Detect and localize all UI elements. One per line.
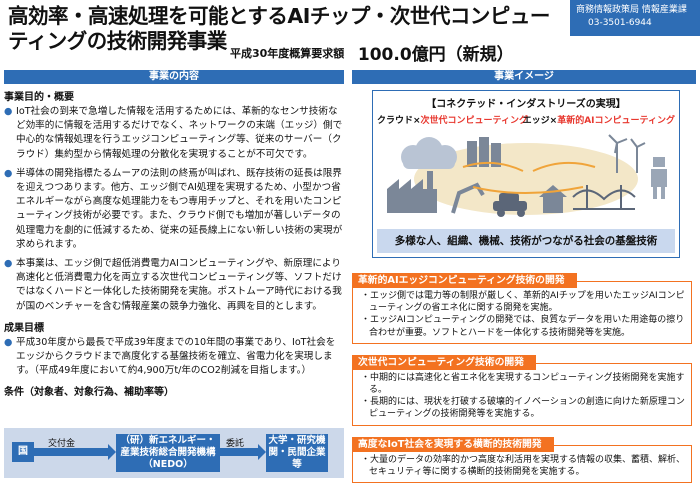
bridge-icon — [572, 185, 636, 210]
factory-icon — [387, 171, 437, 213]
car-icon — [493, 193, 527, 217]
network-illustration — [387, 134, 667, 217]
business-image: 【コネクテッド・インダストリーズの実現】 クラウド×次世代コンピューティング エ… — [352, 84, 696, 483]
edge-label: エッジ×革新的AIコンピューティング — [522, 116, 675, 126]
connection-arrows — [462, 161, 596, 194]
robot-arm-icon — [451, 182, 485, 214]
section-title: 革新的AIエッジコンピューティング技術の開発 — [352, 273, 577, 288]
connected-industries-illustration: 【コネクテッド・インダストリーズの実現】 クラウド×次世代コンピューティング エ… — [372, 90, 680, 258]
left-column-heading: 事業の内容 — [4, 70, 344, 84]
commission-arrow — [220, 448, 258, 456]
section-body: ・エッジ側では電力等の制限が厳しく、革新的AIチップを用いたエッジAIコンピュー… — [352, 281, 692, 344]
server-icon — [467, 137, 501, 167]
illustration-caption: 多様な人、組織、機械、技術がつながる社会の基盤技術 — [377, 229, 675, 253]
section-item: ・エッジ側では電力等の制限が厳しく、革新的AIチップを用いたエッジAIコンピュー… — [361, 291, 685, 314]
cloud-icon — [401, 137, 457, 169]
section-iot-cross-cutting: 高度なIoT社会を実現する横断的技術開発 ・大量のデータの効率的かつ高度な利活用… — [352, 432, 692, 483]
page-title: 高効率・高速処理を可能とするAIチップ・次世代コンピューティングの技術開発事業 — [8, 4, 550, 53]
funding-flow-diagram: 国 交付金 （研）新エネルギー・産業技術総合開発機構（NEDO） 委託 大学・研… — [4, 428, 344, 478]
commission-arrow-head — [258, 444, 266, 460]
budget-label: 平成30年度概算要求額 — [230, 47, 345, 60]
section-item: ・長期的には、現状を打破する破壊的イノベーションの創造に向けた新原理コンピューテ… — [361, 397, 685, 420]
goal-bullet: ●平成30年度から最長で平成39年度までの10年間の事業であり、IoT社会をエッ… — [4, 336, 336, 377]
purpose-bullet: ●本事業は、エッジ側で超低消費電力AIコンピューティングや、新原理により高速化と… — [4, 258, 342, 312]
section-item: ・中期的には高速化と省エネ化を実現するコンピューティング技術開発を実施する。 — [361, 372, 685, 396]
section-item: ・大量のデータの効率的かつ高度な利活用を実現する情報の収集、蓄積、解析、セキュリ… — [361, 454, 686, 477]
budget-request: 平成30年度概算要求額 100.0億円（新規） — [230, 40, 514, 65]
section-edge-ai: 革新的AIエッジコンピューティング技術の開発 ・エッジ側では電力等の制限が厳しく… — [352, 268, 692, 344]
business-content: 事業目的・概要 ●IoT社会の到来で急増した情報を活用するためには、革新的なセン… — [4, 84, 344, 480]
cloud-label: クラウド×次世代コンピューティング — [377, 116, 529, 126]
grant-arrow — [34, 448, 108, 456]
robot-icon — [651, 157, 667, 199]
department-phone: 03-3501-6944 — [588, 18, 652, 28]
recipients-box: 大学・研究機関・民間企業等 — [266, 434, 328, 472]
goal-heading: 成果目標 — [4, 322, 44, 334]
country-box: 国 — [12, 442, 34, 462]
section-title: 次世代コンピューティング技術の開発 — [352, 354, 536, 370]
commission-label: 委託 — [226, 439, 245, 449]
section-next-gen-computing: 次世代コンピューティング技術の開発 ・中期的には高速化と省エネ化を実現するコンピ… — [352, 350, 692, 426]
budget-amount: 100.0億円（新規） — [357, 45, 514, 65]
department-name: 商務情報政策局 情報産業課 — [576, 5, 687, 15]
conditions-heading: 条件（対象者、対象行為、補助率等） — [4, 387, 174, 399]
department-box: 商務情報政策局 情報産業課 03-3501-6944 — [570, 0, 700, 36]
grant-arrow-head — [108, 444, 116, 460]
section-item: ・エッジAIコンピューティングの開発では、良質なデータを用いた用途毎の擦り合わせ… — [361, 315, 685, 338]
right-column-heading: 事業イメージ — [352, 70, 696, 84]
nedo-box: （研）新エネルギー・産業技術総合開発機構（NEDO） — [116, 434, 220, 472]
wind-turbine-icon — [608, 134, 646, 173]
section-title: 高度なIoT社会を実現する横断的技術開発 — [352, 436, 554, 452]
section-body: ・中期的には高速化と省エネ化を実現するコンピューティング技術開発を実施する。 ・… — [352, 362, 692, 426]
purpose-heading: 事業目的・概要 — [4, 92, 74, 103]
purpose-bullet: ●IoT社会の到来で急増した情報を活用するためには、革新的なセンサ技術など効率的… — [4, 106, 343, 160]
grant-label: 交付金 — [48, 439, 76, 449]
development-sections: 革新的AIエッジコンピューティング技術の開発 ・エッジ側では電力等の制限が厳しく… — [352, 262, 692, 483]
illustration-title: 【コネクテッド・インダストリーズの実現】 — [426, 99, 626, 110]
purpose-bullet: ●半導体の開発指標たるムーアの法則の終焉が叫ばれ、既存技術の延長は限界を迎えつつ… — [4, 167, 343, 250]
